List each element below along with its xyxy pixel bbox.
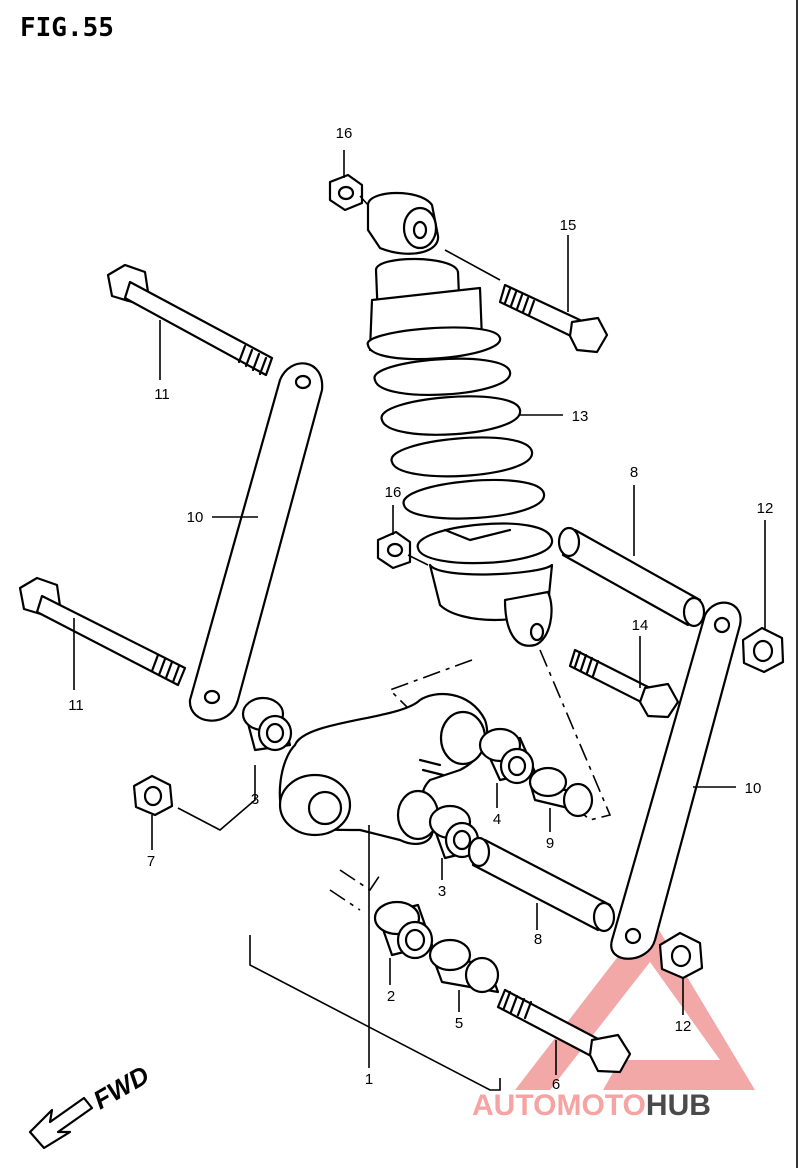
spacer-8-top [557,526,706,628]
watermark-part1: AUTOMOTOHUB [472,1089,711,1122]
callout-3-left: 3 [251,791,259,808]
watermark-automoto: AUTOMOTO [472,1089,646,1122]
callout-6: 6 [552,1076,560,1093]
bushing-4 [478,727,537,785]
link-rod-10-right [610,601,742,960]
bolt-14 [568,648,680,719]
spacer-8-bottom [467,836,616,933]
nut-16-bottom [376,530,429,570]
bushing-2 [373,900,434,960]
callout-2: 2 [387,988,395,1005]
fwd-label: FWD [88,1060,154,1116]
callout-16-bottom: 16 [385,484,402,501]
nut-12-bottom [658,931,704,980]
callout-1: 1 [365,1071,373,1088]
leader-lines [73,150,766,1091]
figure-title: FIG.55 [20,13,114,43]
callout-12-right: 12 [757,500,774,517]
callout-13: 13 [572,408,589,425]
callout-11-bottom: 11 [68,697,84,714]
callout-3-center: 3 [438,883,446,900]
nut-12-right [741,626,785,674]
watermark-text: AUTOMOTOHUB [472,1089,711,1122]
callout-5: 5 [455,1015,463,1032]
nut-7 [132,774,174,817]
bolt-15 [444,249,609,354]
spacer-5 [428,938,500,994]
link-rod-10-left [188,362,324,722]
bolt-11-top [106,263,274,377]
bolt-11-bottom [18,576,187,687]
callout-14: 14 [632,617,649,634]
callout-16-top: 16 [336,125,353,142]
callout-11-top: 11 [154,386,170,403]
callout-10-right: 10 [745,780,762,797]
callout-12-bottom: 12 [675,1018,692,1035]
callout-labels: 16 15 13 11 10 16 8 12 14 11 10 3 7 4 9 … [68,125,773,1093]
callout-7: 7 [147,853,155,870]
nut-16-top [328,173,369,212]
callout-15: 15 [560,217,577,234]
bushing-3-left [241,696,293,752]
callout-4: 4 [493,811,501,828]
shock-absorber [366,191,554,647]
spacer-9 [528,766,594,818]
callout-8-top: 8 [630,464,638,481]
watermark-hub: HUB [646,1089,711,1122]
callout-8-bottom: 8 [534,931,542,948]
forward-direction-indicator: FWD [28,1060,154,1150]
callout-10-left: 10 [187,509,204,526]
cushion-lever-1 [278,692,489,845]
callout-9: 9 [546,835,554,852]
bolt-6 [496,988,632,1074]
